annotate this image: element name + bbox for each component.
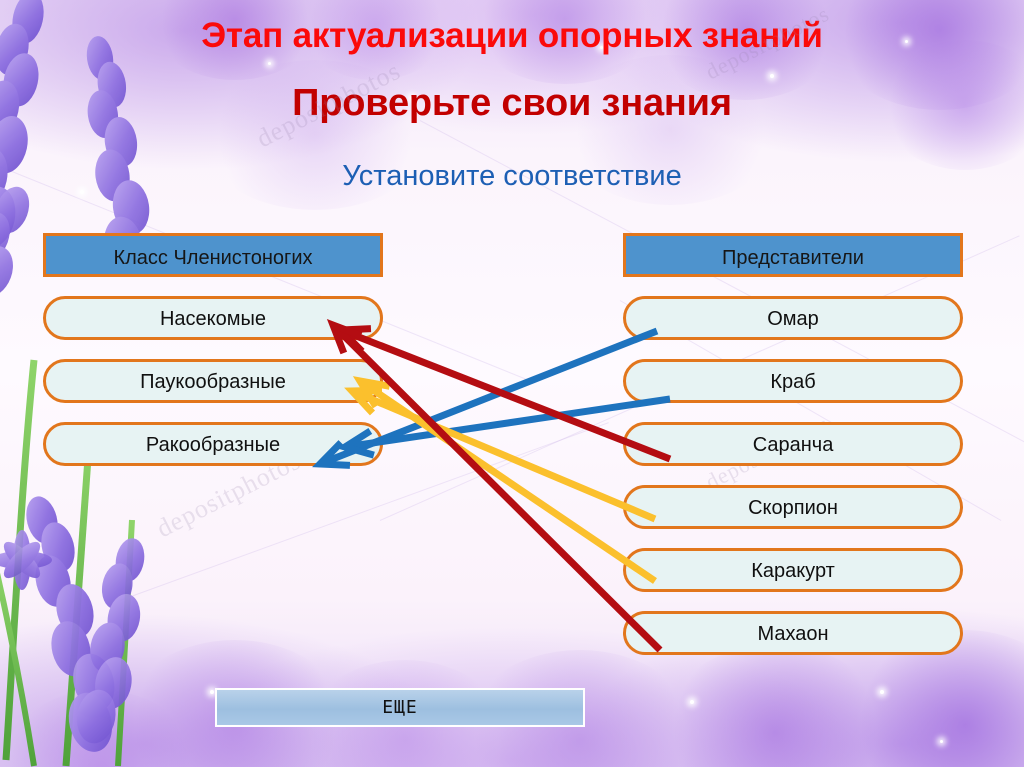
left-item-crustaceans[interactable]: Ракообразные: [43, 422, 383, 466]
right-column: Представители Омар Краб Саранча Скорпион…: [623, 233, 963, 655]
page-subtitle: Проверьте свои знания: [292, 82, 732, 124]
page-title: Этап актуализации опорных знаний: [201, 16, 823, 55]
left-column-header: Класс Членистоногих: [43, 233, 383, 277]
right-item-swallowtail[interactable]: Махаон: [623, 611, 963, 655]
right-item-lobster[interactable]: Омар: [623, 296, 963, 340]
right-column-header: Представители: [623, 233, 963, 277]
right-item-crab[interactable]: Краб: [623, 359, 963, 403]
left-item-insects[interactable]: Насекомые: [43, 296, 383, 340]
right-item-locust[interactable]: Саранча: [623, 422, 963, 466]
left-column: Класс Членистоногих Насекомые Паукообраз…: [43, 233, 383, 466]
arrow-5: [352, 376, 657, 584]
more-button[interactable]: ЕЩЕ: [215, 688, 585, 727]
right-item-karakurt[interactable]: Каракурт: [623, 548, 963, 592]
arrow-2: [336, 395, 671, 459]
instruction-text: Установите соответствие: [342, 160, 682, 192]
left-item-arachnids[interactable]: Паукообразные: [43, 359, 383, 403]
right-item-scorpion[interactable]: Скорпион: [623, 485, 963, 529]
arrow-6: [326, 318, 663, 653]
